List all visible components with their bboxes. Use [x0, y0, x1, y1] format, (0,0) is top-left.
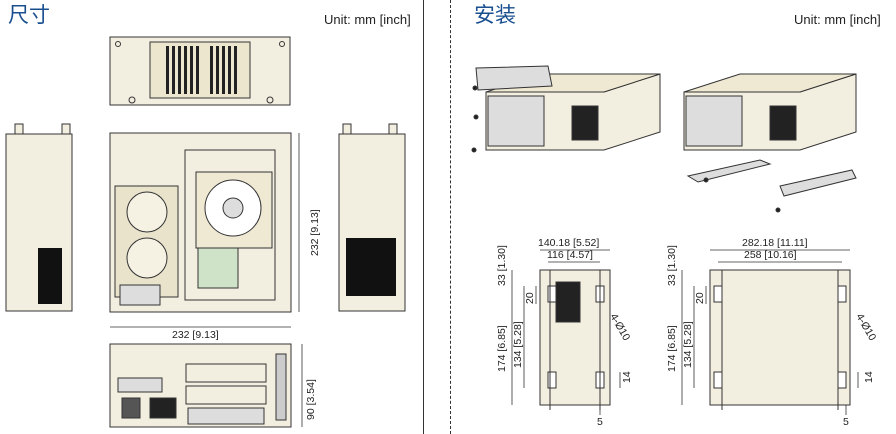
right-edge-offset: 5	[843, 416, 849, 428]
right-outer-width: 282.18 [11.11]	[742, 237, 808, 249]
installation-unit-label: Unit: mm [inch]	[794, 12, 881, 27]
right-gap: 20	[694, 292, 706, 304]
right-inner-width: 258 [10.16]	[744, 249, 797, 261]
left-overall-height: 174 [6.85]	[496, 325, 508, 372]
right-top-offset: 33 [1.30]	[666, 245, 678, 286]
front-view	[109, 343, 292, 428]
left-side-view	[5, 123, 73, 312]
front-height-dimension: 90 [3.54]	[305, 379, 317, 420]
right-bottom-offset: 14	[863, 371, 875, 383]
left-bottom-offset: 14	[621, 371, 633, 383]
section-divider	[450, 0, 451, 434]
side-height-dimension: 232 [9.13]	[309, 209, 321, 256]
left-edge-offset: 5	[597, 416, 603, 428]
dimensions-heading: 尺寸	[8, 3, 50, 27]
left-outer-width: 140.18 [5.52]	[538, 237, 599, 249]
left-inner-width: 116 [4.57]	[547, 249, 593, 261]
dimensions-unit-label: Unit: mm [inch]	[324, 12, 411, 27]
bracket-drawing-left	[539, 269, 611, 410]
right-side-view	[338, 123, 406, 312]
unit-label-divider	[423, 0, 424, 434]
installation-heading: 安装	[474, 3, 516, 27]
left-hole-spec: 4-Ø10	[607, 312, 632, 343]
bracket-drawing-right	[709, 269, 851, 410]
width-dimension: 232 [9.13]	[172, 329, 219, 341]
right-hole-spec: 4-Ø10	[853, 312, 878, 343]
left-inner-height: 134 [5.28]	[512, 321, 524, 368]
left-top-offset: 33 [1.30]	[496, 245, 508, 286]
main-interior-view	[109, 132, 292, 313]
right-overall-height: 174 [6.85]	[666, 325, 678, 372]
left-gap: 20	[524, 292, 536, 304]
install-illustration-right	[683, 73, 857, 213]
install-illustration-left	[471, 65, 661, 153]
right-inner-height: 134 [5.28]	[682, 321, 694, 368]
top-view	[109, 36, 291, 106]
